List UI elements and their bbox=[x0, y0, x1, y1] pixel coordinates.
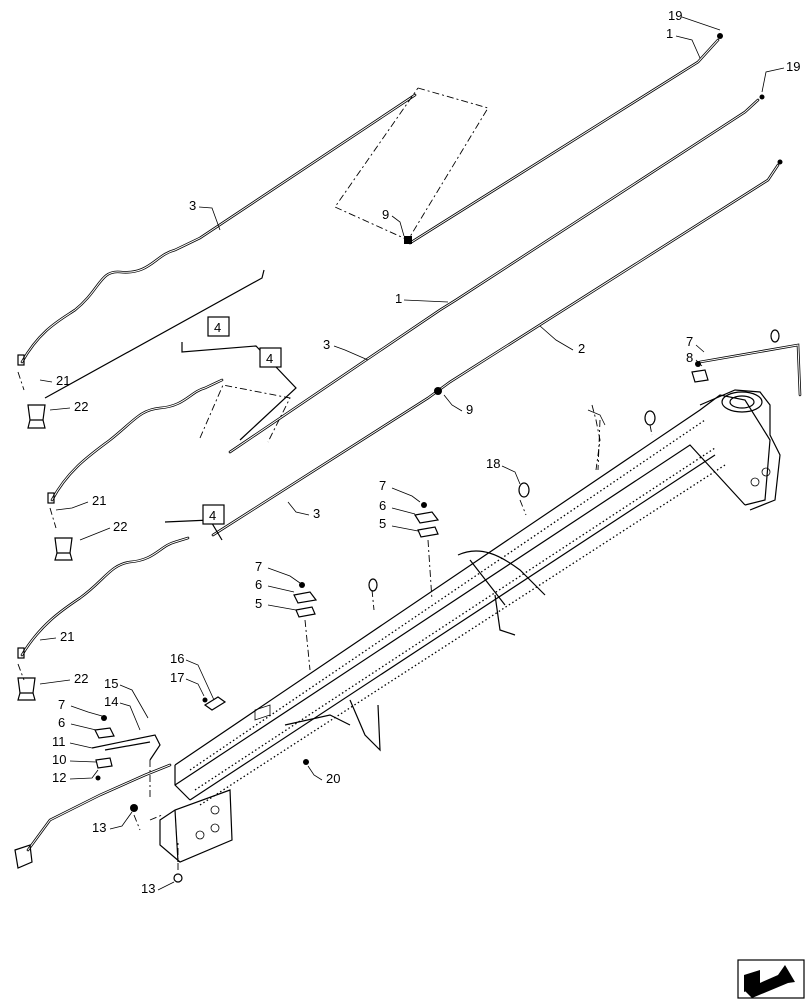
callout-c3a: 3 bbox=[189, 198, 196, 213]
callout-c5b: 5 bbox=[255, 596, 262, 611]
callout-c9a: 9 bbox=[382, 207, 389, 222]
callout-c13b: 13 bbox=[141, 881, 155, 896]
boxed-callout-b4a: 4 bbox=[207, 316, 230, 337]
callout-leaders bbox=[39, 16, 785, 891]
callout-c21a: 21 bbox=[56, 373, 70, 388]
callout-c3b: 3 bbox=[323, 337, 330, 352]
cap-22-middle bbox=[54, 537, 73, 561]
callout-c18: 18 bbox=[486, 456, 500, 471]
callout-c22c: 22 bbox=[74, 671, 88, 686]
callout-c7c: 7 bbox=[255, 559, 262, 574]
callout-c12: 12 bbox=[52, 770, 66, 785]
callout-c16: 16 bbox=[170, 651, 184, 666]
callout-c17: 17 bbox=[170, 670, 184, 685]
callout-c22a: 22 bbox=[74, 399, 88, 414]
callout-c20: 20 bbox=[326, 771, 340, 786]
tube-3-middle bbox=[50, 378, 224, 502]
arrow-return-icon[interactable] bbox=[737, 959, 805, 999]
svg-text:4: 4 bbox=[266, 351, 273, 366]
tube-3-bottom bbox=[20, 536, 190, 657]
callout-c13a: 13 bbox=[92, 820, 106, 835]
callout-c6b: 6 bbox=[255, 577, 262, 592]
assembly-leaders bbox=[133, 404, 653, 870]
tube-1-lower bbox=[228, 94, 765, 454]
callout-c19a: 19 bbox=[668, 8, 682, 23]
svg-text:4: 4 bbox=[209, 508, 216, 523]
callout-c5a: 5 bbox=[379, 516, 386, 531]
callout-c19b: 19 bbox=[786, 59, 800, 74]
callout-c21b: 21 bbox=[92, 493, 106, 508]
callout-c21c: 21 bbox=[60, 629, 74, 644]
callout-c6a: 6 bbox=[379, 498, 386, 513]
fittings bbox=[14, 236, 780, 883]
cap-22-top bbox=[27, 404, 46, 429]
callout-c6c: 6 bbox=[58, 715, 65, 730]
callout-c1b: 1 bbox=[395, 291, 402, 306]
boxed-callouts: 4 4 4 bbox=[202, 316, 282, 525]
boxed-callout-b4c: 4 bbox=[202, 504, 225, 525]
callout-c8: 8 bbox=[686, 350, 693, 365]
callout-c14: 14 bbox=[104, 694, 118, 709]
callout-c3c: 3 bbox=[313, 506, 320, 521]
callout-c15: 15 bbox=[104, 676, 118, 691]
svg-text:4: 4 bbox=[214, 320, 221, 335]
cap-22-bottom bbox=[17, 677, 36, 701]
callout-c11: 11 bbox=[52, 734, 66, 749]
callout-c10: 10 bbox=[52, 752, 66, 767]
callout-c2: 2 bbox=[578, 341, 585, 356]
callout-c7d: 7 bbox=[58, 697, 65, 712]
callout-c7b: 7 bbox=[379, 478, 386, 493]
callout-c22b: 22 bbox=[113, 519, 127, 534]
callout-c1a: 1 bbox=[666, 26, 673, 41]
callout-c9b: 9 bbox=[466, 402, 473, 417]
callout-c7a: 7 bbox=[686, 334, 693, 349]
boxed-callout-b4b: 4 bbox=[259, 347, 282, 368]
tube-3-top bbox=[20, 93, 417, 364]
tube-1-upper bbox=[408, 33, 723, 245]
tube-2 bbox=[211, 159, 783, 537]
tube-assemblies bbox=[20, 33, 802, 852]
boom-body bbox=[159, 389, 781, 863]
